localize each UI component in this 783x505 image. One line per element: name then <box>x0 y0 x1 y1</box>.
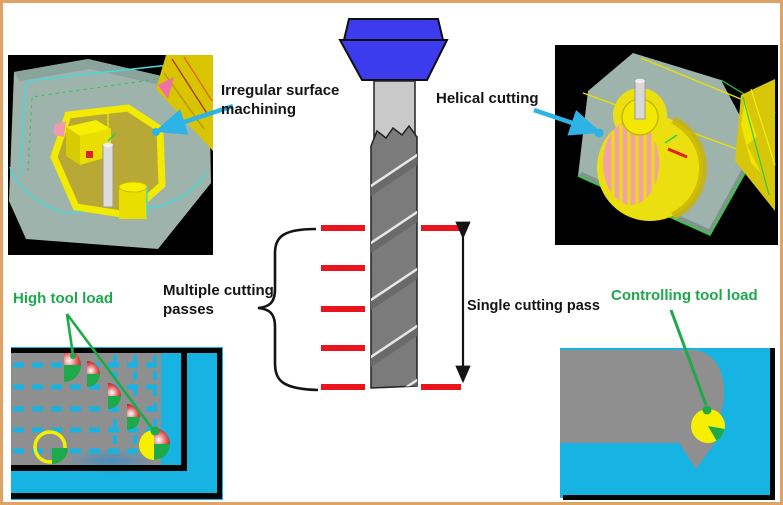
pocket-pink-wall <box>603 121 659 205</box>
mesh-spikes <box>741 101 761 173</box>
tool-cylinder <box>634 80 646 120</box>
boss-box-top <box>66 120 111 136</box>
panel-helical-cutting-simulation <box>555 45 778 245</box>
panel-controlling-tool-load <box>560 347 775 500</box>
helical-cutting-scene <box>555 45 778 245</box>
contour-cyan-lower <box>9 166 207 214</box>
pink-accent-mesh <box>158 77 174 99</box>
wall-inner-vertical <box>181 348 187 471</box>
label-single-cutting-pass: Single cutting pass <box>467 298 600 314</box>
holder-taper <box>338 39 449 81</box>
pocket-shaded-wall <box>671 116 708 220</box>
tool-green-contact <box>154 444 170 460</box>
pocket-wall-stripes <box>611 123 655 205</box>
tool-cylinder-top <box>103 142 113 148</box>
boss-box-front <box>66 127 80 165</box>
wall-inner-horizontal <box>11 465 187 471</box>
red-marker <box>667 147 688 159</box>
axis-red <box>86 151 93 158</box>
controlling-tool-load-scene <box>560 348 775 500</box>
high-tool-load-scene <box>11 347 223 500</box>
boss-cylinder-top <box>118 181 148 193</box>
tool-cylinder-top <box>635 78 645 84</box>
axis-green <box>107 132 117 142</box>
multiple-pass-marks <box>321 225 365 390</box>
stock-block-top-edge <box>14 59 209 95</box>
green-marker <box>664 134 678 144</box>
mesh-yellow-line <box>750 88 776 166</box>
single-pass-marks <box>421 225 461 390</box>
tool-cylinder <box>102 144 114 208</box>
panel-irregular-surface-simulation <box>8 55 213 255</box>
wall-outer-vertical <box>217 348 222 499</box>
label-high-tool-load: High tool load <box>13 290 113 307</box>
mesh-green-line <box>742 96 770 196</box>
outline-green-contact <box>52 448 68 464</box>
label-helical-cutting: Helical cutting <box>436 90 539 107</box>
wall-right <box>770 348 775 500</box>
tool-holder <box>338 18 449 81</box>
pink-accent-left <box>54 121 66 137</box>
wall-top <box>11 348 222 353</box>
label-multiple-cutting-passes: Multiple cutting passes <box>163 282 274 318</box>
wall-bottom <box>563 495 775 500</box>
panel-high-tool-load <box>11 347 223 500</box>
label-controlling-tool-load: Controlling tool load <box>611 287 758 304</box>
mesh-line <box>183 56 213 102</box>
label-irregular-surface-machining: Irregular surface machining <box>221 82 340 118</box>
tool-flutes <box>370 124 418 389</box>
flute-spirals <box>371 141 417 388</box>
tool-green-contact-wedge <box>708 426 725 441</box>
tool-shank <box>373 80 416 144</box>
holder-top <box>342 18 445 41</box>
wall-outer-bottom <box>11 493 222 499</box>
irregular-surface-scene <box>8 55 213 255</box>
tool-position-outline <box>33 430 67 464</box>
arrow-end-dot <box>702 405 712 415</box>
